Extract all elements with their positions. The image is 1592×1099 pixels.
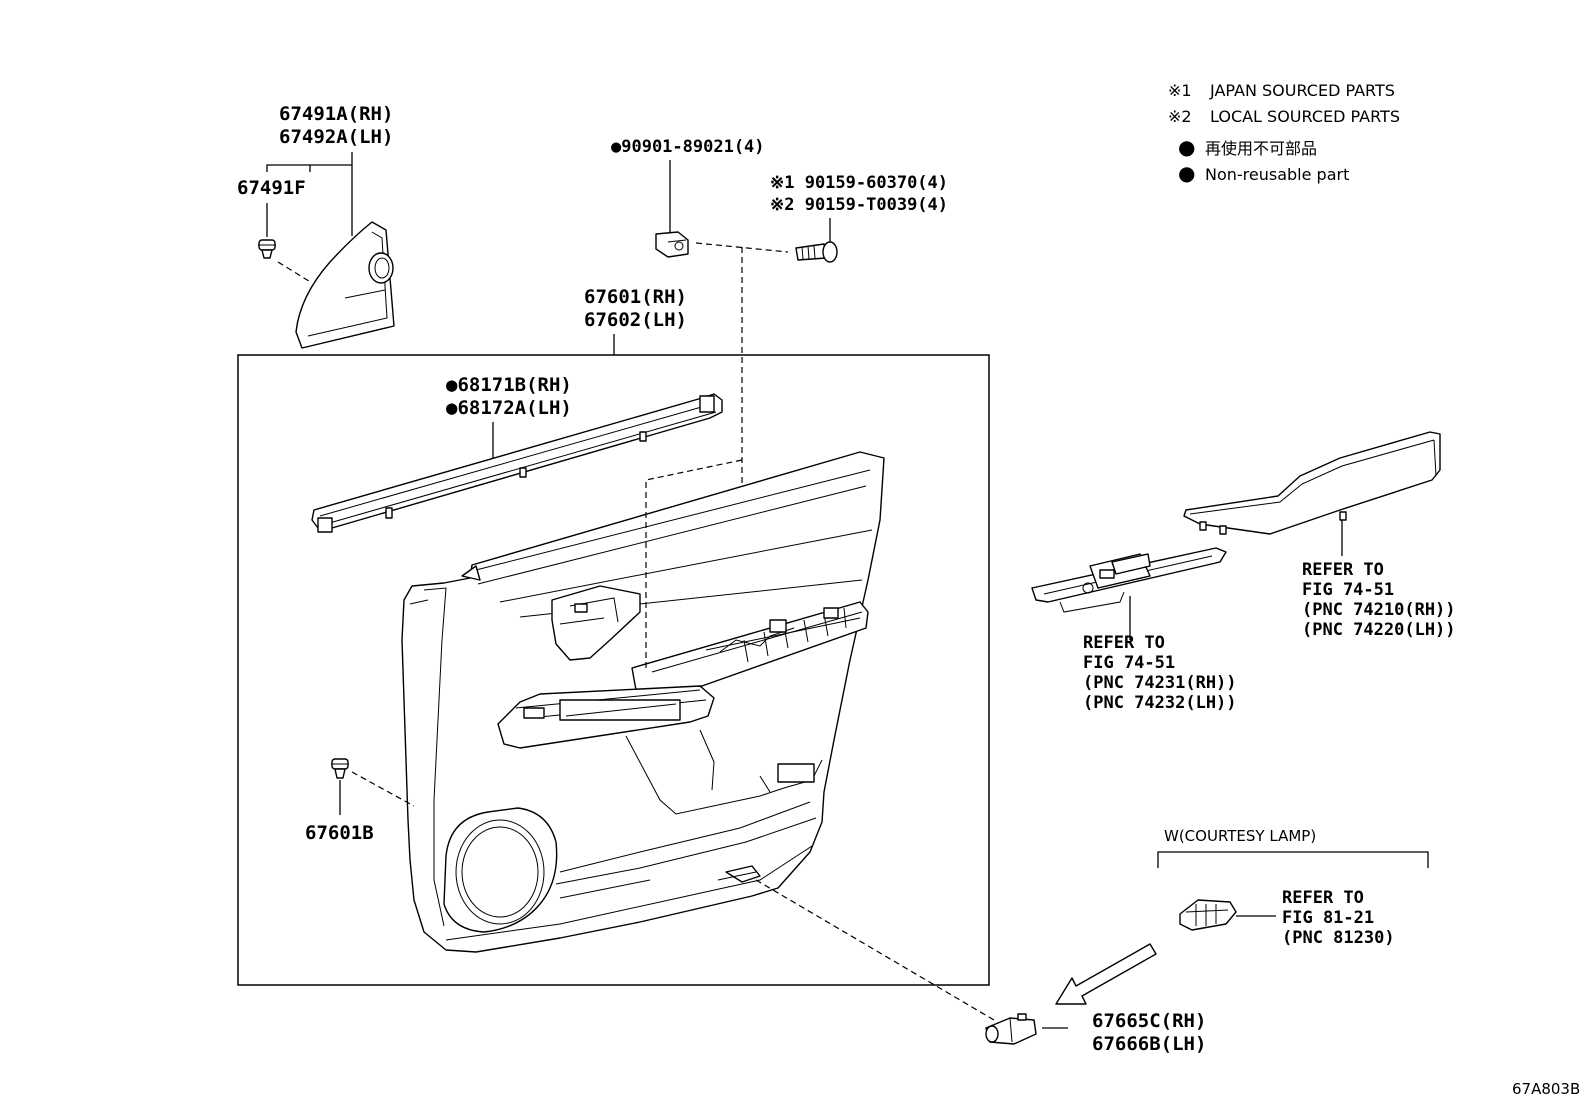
label-67492a: 67492A(LH) bbox=[279, 126, 393, 148]
label-67491a: 67491A(RH) bbox=[279, 103, 393, 125]
dash-clip-to-cover bbox=[277, 261, 313, 284]
legend-text-4: Non-reusable part bbox=[1205, 165, 1349, 184]
door-trim-panel bbox=[401, 451, 885, 953]
dash-clip-to-screw bbox=[695, 242, 789, 253]
clip-67491f bbox=[258, 239, 276, 259]
courtesy-bracket bbox=[1157, 851, 1429, 868]
label-68171b: ●68171B(RH) bbox=[446, 374, 572, 396]
ref-switch-line-3: (PNC 74231(RH)) bbox=[1083, 673, 1237, 693]
ref-armrest-line-4: (PNC 74220(LH)) bbox=[1302, 620, 1456, 640]
tweeter-cover-67491a bbox=[295, 221, 395, 349]
courtesy-lamp-group: W(COURTESY LAMP) REFER TO FIG 81-21 (PNC… bbox=[1055, 827, 1429, 1005]
legend-bullet-icon-2: ● bbox=[1178, 161, 1195, 185]
clip-67601b bbox=[331, 758, 349, 779]
label-67491f: 67491F bbox=[237, 177, 306, 199]
door-trim-panel-group: 67601(RH) 67602(LH) ●68171B(RH) ●68172A(… bbox=[237, 286, 990, 986]
legend-text-3: 再使用不可部品 bbox=[1205, 139, 1317, 158]
legend-text-1: JAPAN SOURCED PARTS bbox=[1209, 81, 1395, 100]
dash-67601b-to-panel bbox=[351, 771, 415, 807]
label-90159-a: ※1 90159-60370(4) bbox=[770, 173, 948, 193]
legend-mark-2: ※2 bbox=[1168, 107, 1192, 126]
figure-code: 67A803B bbox=[1512, 1080, 1580, 1098]
courtesy-lamp bbox=[1179, 899, 1237, 931]
dash-panel-locator bbox=[645, 459, 743, 668]
armrest bbox=[1183, 431, 1441, 535]
label-67601: 67601(RH) bbox=[584, 286, 687, 308]
ref-switch-line-2: FIG 74-51 bbox=[1083, 653, 1175, 673]
legend-mark-1: ※1 bbox=[1168, 81, 1192, 100]
label-90159-b: ※2 90159-T0039(4) bbox=[770, 195, 948, 215]
dash-panel-to-lamp-cover bbox=[755, 879, 995, 1021]
legend-bullet-icon: ● bbox=[1178, 135, 1195, 159]
switch-base-group: REFER TO FIG 74-51 (PNC 74231(RH)) (PNC … bbox=[1031, 547, 1237, 713]
legend: ※1 JAPAN SOURCED PARTS ※2 LOCAL SOURCED … bbox=[1168, 81, 1400, 185]
tweeter-cover-group: 67491A(RH) 67492A(LH) 67491F bbox=[237, 103, 395, 349]
ref-lamp-line-3: (PNC 81230) bbox=[1282, 928, 1395, 948]
weatherstrip-68171b bbox=[311, 393, 723, 533]
ref-lamp-line-1: REFER TO bbox=[1282, 888, 1364, 908]
label-67601b: 67601B bbox=[305, 822, 374, 844]
ref-armrest-line-1: REFER TO bbox=[1302, 560, 1384, 580]
lamp-cover-group: 67665C(RH) 67666B(LH) bbox=[755, 879, 1206, 1055]
courtesy-group-label: W(COURTESY LAMP) bbox=[1164, 827, 1316, 845]
upper-fastener-group: ●90901-89021(4) ※1 90159-60370(4) ※2 901… bbox=[611, 137, 948, 612]
label-68172a: ●68172A(LH) bbox=[446, 397, 572, 419]
ref-armrest-line-3: (PNC 74210(RH)) bbox=[1302, 600, 1456, 620]
label-67666b: 67666B(LH) bbox=[1092, 1033, 1206, 1055]
armrest-group: REFER TO FIG 74-51 (PNC 74210(RH)) (PNC … bbox=[1183, 431, 1456, 640]
assembly-frame bbox=[237, 354, 990, 986]
label-67665c: 67665C(RH) bbox=[1092, 1010, 1206, 1032]
switch-base bbox=[1031, 547, 1227, 613]
label-90901: ●90901-89021(4) bbox=[611, 137, 765, 157]
ref-lamp-line-2: FIG 81-21 bbox=[1282, 908, 1374, 928]
clip-90901 bbox=[655, 231, 689, 258]
ref-armrest-line-2: FIG 74-51 bbox=[1302, 580, 1394, 600]
screw-90159 bbox=[795, 241, 838, 263]
legend-text-2: LOCAL SOURCED PARTS bbox=[1210, 107, 1400, 126]
lamp-cover-67665c bbox=[985, 1013, 1037, 1045]
ref-switch-line-1: REFER TO bbox=[1083, 633, 1165, 653]
ref-switch-line-4: (PNC 74232(LH)) bbox=[1083, 693, 1237, 713]
label-67602: 67602(LH) bbox=[584, 309, 687, 331]
arrow-icon bbox=[1055, 943, 1157, 1005]
